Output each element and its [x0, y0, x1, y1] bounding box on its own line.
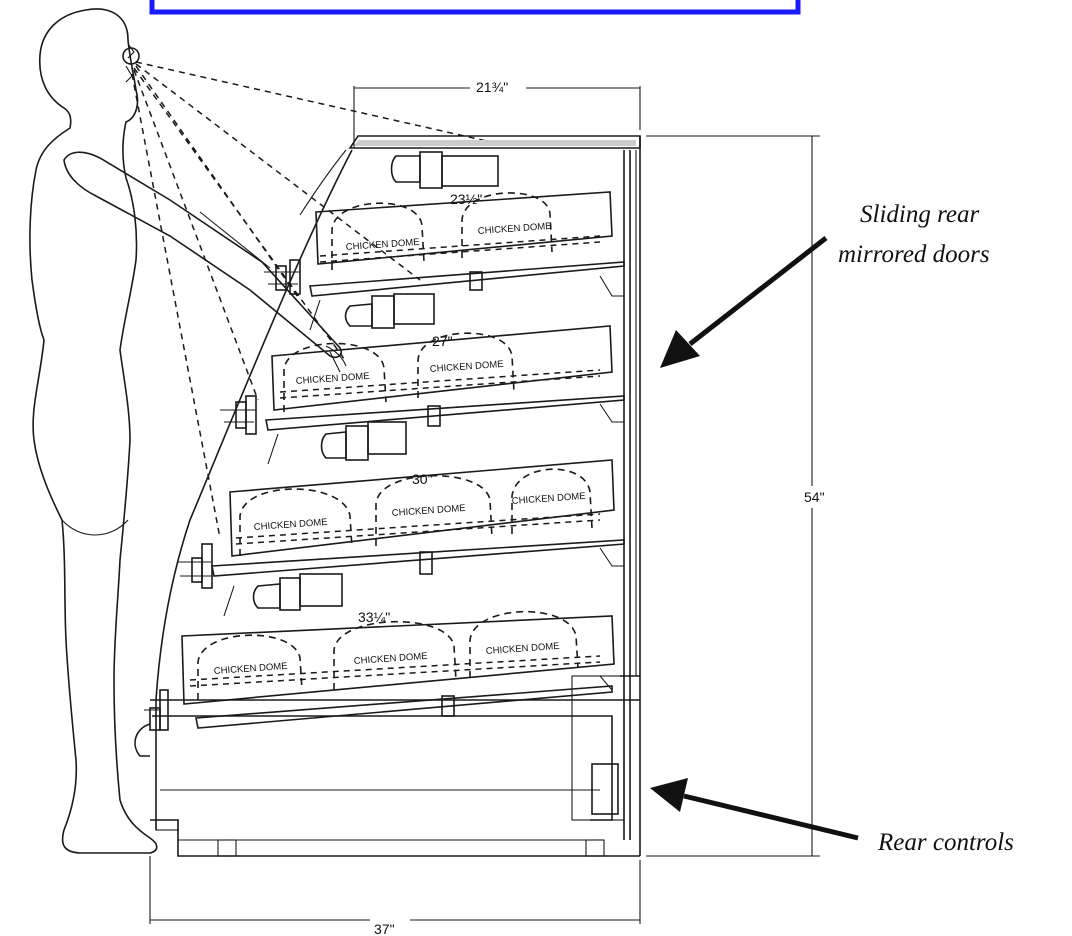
- dome-label: CHICKEN DOME: [353, 651, 427, 667]
- dome-label: CHICKEN DOME: [429, 359, 503, 375]
- shelf-4: CHICKEN DOME CHICKEN DOME CHICKEN DOME: [149, 610, 615, 731]
- dome-label: CHICKEN DOME: [511, 491, 585, 507]
- shelf-1: CHICKEN DOME CHICKEN DOME: [264, 191, 625, 331]
- top-light-fixture: [390, 151, 499, 189]
- dome-label: CHICKEN DOME: [253, 517, 327, 533]
- rear-controls-callout: Rear controls: [877, 829, 1014, 856]
- sliding-doors-callout-line1: Sliding rear: [860, 201, 979, 228]
- dimension-lines: [149, 86, 820, 924]
- dome-label: CHICKEN DOME: [295, 371, 369, 387]
- dome-label: CHICKEN DOME: [485, 641, 559, 657]
- human-figure: [29, 8, 347, 854]
- dome-label: CHICKEN DOME: [213, 661, 287, 677]
- dome-label: CHICKEN DOME: [391, 503, 465, 519]
- shelf-2: CHICKEN DOME CHICKEN DOME: [220, 325, 625, 465]
- shelf-3-depth: 30": [412, 471, 433, 487]
- eye-point: [122, 47, 140, 65]
- rear-controls-arrow: [650, 778, 859, 841]
- height-dimension: 54": [804, 489, 825, 505]
- shelf-3: CHICKEN DOME CHICKEN DOME CHICKEN DOME: [178, 459, 625, 617]
- dome-label: CHICKEN DOME: [477, 221, 551, 237]
- sliding-doors-callout-line2: mirrored doors: [838, 241, 990, 268]
- shelf-4-depth: 33¼": [358, 609, 390, 625]
- shelf-1-depth: 23½": [450, 191, 482, 207]
- title-banner: [149, 0, 801, 15]
- dome-label: CHICKEN DOME: [345, 237, 419, 253]
- sliding-doors-arrow: [660, 236, 828, 368]
- base-width-dimension: 37": [374, 921, 395, 936]
- top-width-dimension: 21¾": [476, 79, 508, 95]
- shelf-2-depth: 27": [432, 333, 453, 349]
- sight-lines: [131, 61, 501, 539]
